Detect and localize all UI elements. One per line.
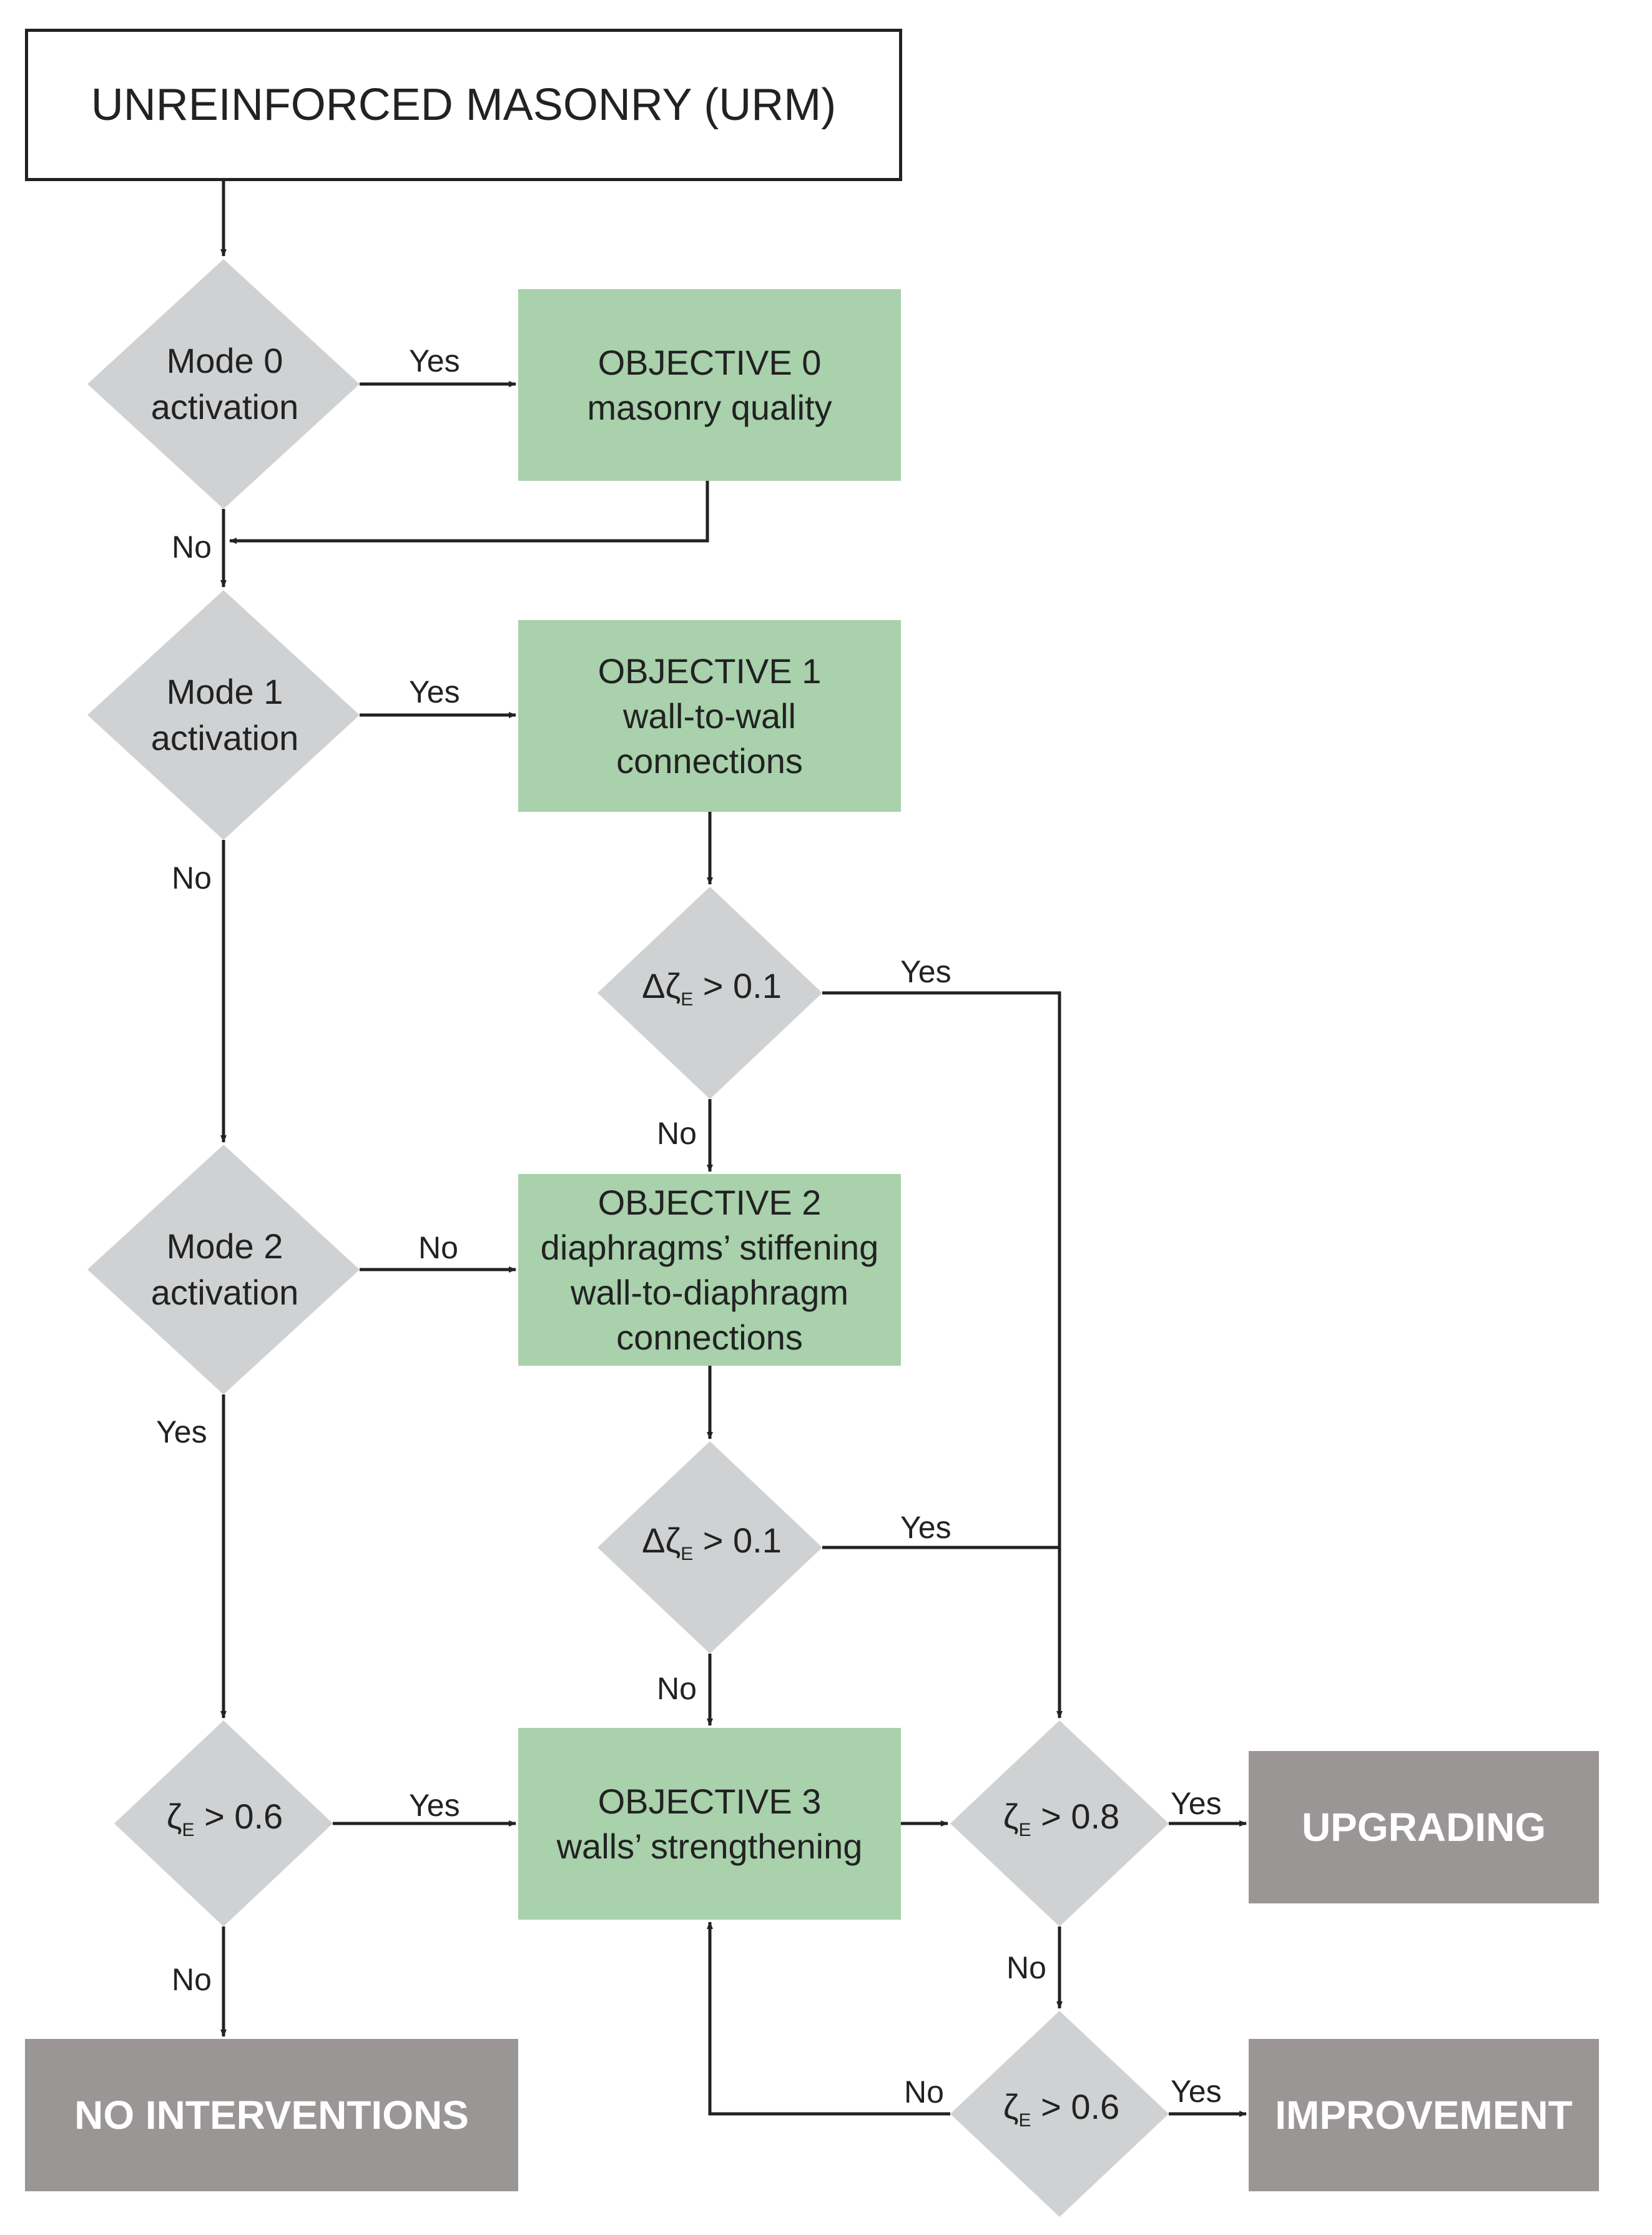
objective-2-shape <box>518 1174 901 1366</box>
zeta-06-left-no-label: No <box>172 1962 212 1997</box>
zeta-06-left-condition: ζE > 0.6 <box>167 1793 283 1853</box>
decision-mode-0-text: Mode 0 activation <box>87 294 362 475</box>
objective-1-shape <box>518 620 901 812</box>
zeta-06-left-subscript: E <box>182 1820 195 1840</box>
zeta-06-right-subscript: E <box>1018 2110 1031 2131</box>
decision-delta-1-shape <box>597 887 822 1099</box>
objective-2-box: OBJECTIVE 2 diaphragms’ stiffening wall-… <box>518 1174 901 1366</box>
delta-1-condition: ΔζE > 0.1 <box>642 963 782 1023</box>
edge-zeta-06-right-no <box>707 1922 950 2116</box>
mode-0-line-2: activation <box>150 387 299 427</box>
mode-2-line-1: Mode 2 <box>166 1226 283 1266</box>
objective-1-desc-2: connections <box>616 741 803 781</box>
mode-0-yes-label: Yes <box>409 343 460 378</box>
mode-0-line-1: Mode 0 <box>166 341 283 380</box>
delta-1-threshold: > 0.1 <box>693 966 782 1005</box>
decision-zeta-06-right-shape <box>950 2011 1169 2217</box>
objective-3-desc: walls’ strengthening <box>556 1826 863 1866</box>
improvement-shape <box>1249 2039 1599 2191</box>
upgrading-label: UPGRADING <box>1301 1805 1546 1850</box>
zeta-08-threshold: > 0.8 <box>1031 1797 1120 1836</box>
zeta-08-yes-label: Yes <box>1171 1786 1222 1821</box>
decision-zeta-08-text: ζE > 0.8 <box>955 1792 1168 1855</box>
mode-1-line-2: activation <box>150 718 299 757</box>
objective-1-title: OBJECTIVE 1 <box>597 651 822 691</box>
zeta-08-condition: ζE > 0.8 <box>1003 1793 1119 1853</box>
objective-1-box: OBJECTIVE 1 wall-to-wall connections <box>518 620 901 812</box>
zeta-08-subscript: E <box>1018 1820 1031 1840</box>
zeta-06-right-condition: ζE > 0.6 <box>1003 2084 1119 2144</box>
decision-mode-2-shape <box>87 1145 360 1394</box>
delta-2-subscript: E <box>681 1544 694 1564</box>
decision-mode-1-text: Mode 1 activation <box>87 624 362 806</box>
decision-zeta-06-left-text: ζE > 0.6 <box>119 1792 331 1855</box>
objective-3-shape <box>518 1728 901 1920</box>
objective-2-desc-3: connections <box>616 1317 803 1357</box>
objective-2-desc-1: diaphragms’ stiffening <box>540 1227 879 1267</box>
no-interventions-box: NO INTERVENTIONS <box>25 2039 518 2191</box>
objective-2-desc-2: wall-to-diaphragm <box>570 1272 849 1312</box>
mode-0-no-label: No <box>172 530 212 565</box>
delta-1-no-label: No <box>657 1116 697 1151</box>
delta-1-symbol: Δζ <box>642 966 681 1005</box>
mode-1-no-label: No <box>172 861 212 895</box>
objective-0-box: OBJECTIVE 0 masonry quality <box>518 289 901 481</box>
start-label: UNREINFORCED MASONRY (URM) <box>91 80 837 130</box>
objective-0-shape <box>518 289 901 481</box>
mode-2-yes-label: Yes <box>156 1414 207 1449</box>
objective-1-desc-1: wall-to-wall <box>623 696 796 736</box>
upgrading-shape <box>1249 1751 1599 1903</box>
start-urm-box: UNREINFORCED MASONRY (URM) <box>25 29 902 181</box>
zeta-06-left-yes-label: Yes <box>409 1788 460 1823</box>
zeta-06-right-yes-label: Yes <box>1171 2074 1222 2109</box>
delta-2-yes-label: Yes <box>900 1510 951 1545</box>
decision-zeta-08-shape <box>950 1720 1169 1927</box>
improvement-label: IMPROVEMENT <box>1275 2093 1573 2138</box>
decision-delta-1-text: ΔζE > 0.1 <box>599 962 824 1024</box>
delta-2-no-label: No <box>657 1671 697 1706</box>
mode-2-line-2: activation <box>150 1273 299 1312</box>
zeta-08-symbol: ζ <box>1003 1797 1019 1836</box>
zeta-06-right-symbol: ζ <box>1003 2087 1019 2126</box>
decision-delta-2-shape <box>597 1441 822 1654</box>
decision-zeta-06-right-text: ζE > 0.6 <box>955 2083 1168 2145</box>
zeta-06-right-no-label: No <box>904 2075 944 2109</box>
delta-2-threshold: > 0.1 <box>693 1521 782 1560</box>
zeta-06-right-threshold: > 0.6 <box>1031 2087 1120 2126</box>
zeta-06-left-symbol: ζ <box>166 1797 182 1836</box>
delta-2-symbol: Δζ <box>642 1521 681 1560</box>
upgrading-box: UPGRADING <box>1249 1751 1599 1903</box>
edge-objective-0-return <box>229 481 709 544</box>
delta-1-yes-label: Yes <box>900 954 951 989</box>
mode-1-line-1: Mode 1 <box>166 672 283 711</box>
objective-3-box: OBJECTIVE 3 walls’ strengthening <box>518 1728 901 1920</box>
decision-zeta-06-left-shape <box>114 1720 333 1927</box>
decision-mode-1-shape <box>87 590 360 840</box>
decision-mode-0-shape <box>87 259 360 509</box>
decision-mode-2-text: Mode 2 activation <box>87 1179 362 1360</box>
objective-3-title: OBJECTIVE 3 <box>597 1781 822 1821</box>
objective-2-title: OBJECTIVE 2 <box>597 1182 822 1222</box>
objective-0-desc: masonry quality <box>587 387 832 427</box>
decision-delta-2-text: ΔζE > 0.1 <box>599 1516 824 1579</box>
zeta-06-left-threshold: > 0.6 <box>194 1797 283 1836</box>
no-interventions-shape <box>25 2039 518 2191</box>
zeta-08-no-label: No <box>1006 1950 1046 1985</box>
mode-1-yes-label: Yes <box>409 674 460 709</box>
delta-2-condition: ΔζE > 0.1 <box>642 1517 782 1577</box>
mode-2-no-label: No <box>418 1230 458 1265</box>
objective-0-title: OBJECTIVE 0 <box>597 342 822 382</box>
no-interventions-label: NO INTERVENTIONS <box>74 2093 469 2138</box>
improvement-box: IMPROVEMENT <box>1249 2039 1599 2191</box>
delta-1-subscript: E <box>681 989 694 1010</box>
edge-delta-1-yes <box>822 991 1063 1719</box>
